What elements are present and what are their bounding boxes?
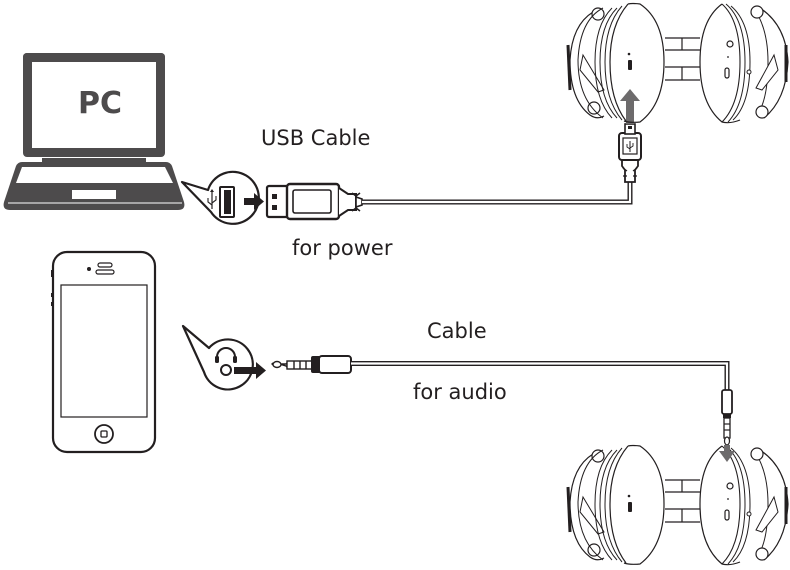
usb-port-callout — [182, 172, 259, 224]
audio-plug-vertical-icon — [722, 390, 732, 445]
usb-cable-purpose-label: for power — [292, 236, 392, 260]
audio-cable — [351, 364, 727, 391]
usb-cable — [362, 180, 630, 202]
laptop-icon — [4, 53, 185, 210]
smartphone-icon — [51, 252, 155, 452]
insert-arrow-down-icon — [719, 445, 735, 462]
audio-cable-label: Cable — [427, 319, 487, 343]
audio-cable-purpose-label: for audio — [413, 380, 507, 404]
pc-label: PC — [78, 86, 122, 121]
insert-arrow-up-icon — [620, 89, 640, 124]
usb-cable-label: USB Cable — [261, 126, 370, 150]
audio-jack-callout — [183, 326, 253, 389]
micro-usb-plug-icon — [619, 124, 641, 182]
audio-plug-3-5mm-icon — [272, 356, 351, 373]
headphones-bottom-icon — [568, 446, 788, 565]
usb-a-plug-icon — [267, 184, 362, 219]
